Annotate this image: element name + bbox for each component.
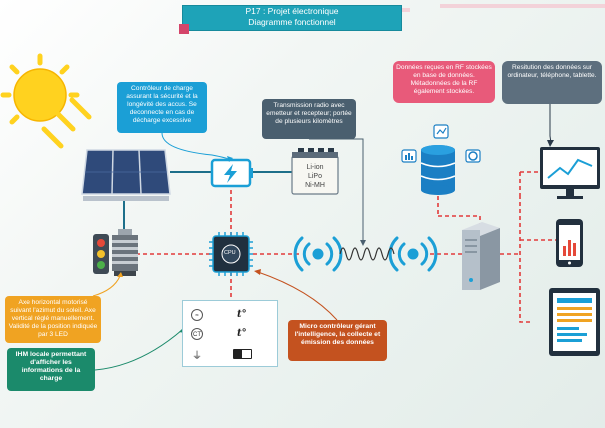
title-line-2: Diagramme fonctionnel [248, 17, 336, 27]
decorative-bar-small [400, 8, 410, 12]
radio-note-arrow [309, 138, 364, 244]
decorative-square [179, 24, 189, 34]
local-hmi-note: IHM locale permettant d'afficher les inf… [7, 348, 95, 391]
current-transformer-icon: CT [191, 328, 203, 340]
data-storage-note: Données reçues en RF stockées en base de… [393, 61, 495, 103]
temperature-reading-2: t° [237, 328, 247, 339]
battery-level-icon [233, 349, 252, 359]
battery-pack-icon [291, 148, 339, 195]
axe-note-arrow [92, 275, 121, 297]
stepper-motor-icon [112, 229, 138, 276]
phone-icon [556, 219, 583, 267]
micro-note-arrow [257, 271, 338, 321]
battery-type-li-ion: Li-ion [306, 164, 324, 171]
led-indicator-icon [93, 234, 109, 274]
solar-panel-icon [81, 149, 171, 201]
wind-sensor-icon: ≈ [191, 309, 203, 321]
restitution-note: Resitution des données sur ordinateur, t… [502, 61, 602, 104]
solar-axis-note: Axe horizontal motorisé suivant l'azimut… [5, 296, 101, 343]
radio-transmission-note: Transmission radio avec emetteur et rece… [262, 99, 356, 139]
cpu-label: CPU [224, 250, 236, 256]
cpu-chip-icon [209, 232, 253, 276]
monitor-icon [540, 147, 600, 199]
temperature-reading-1: t° [237, 309, 247, 320]
radio-signal-icon [339, 247, 395, 261]
plug-icon: ⏚ [192, 351, 202, 362]
decorative-bar [440, 4, 605, 8]
charge-controller-icon [210, 158, 253, 188]
chart-badge-icon [401, 124, 481, 163]
tablet-icon [549, 288, 600, 356]
battery-types: Li-ion LiPo Ni-MH [295, 163, 335, 190]
radio-wave-icon [293, 236, 438, 272]
battery-type-nimh: Ni-MH [305, 182, 325, 189]
title-line-1: P17 : Projet électronique [245, 6, 339, 16]
restitution-note-arrow [549, 104, 552, 144]
page-title-box: P17 : Projet électronique Diagramme fonc… [182, 5, 402, 31]
sun-icon [0, 53, 92, 149]
battery-level-fill [234, 350, 242, 358]
charge-controller-note: Contrôleur de charge assurant la sécurit… [117, 82, 207, 133]
ihm-note-arrow [94, 329, 183, 371]
ihm-display-panel: ≈ CT ⏚ t° t° [182, 300, 278, 367]
server-icon [462, 222, 500, 290]
charge-note-arrow [161, 132, 231, 161]
database-icon [420, 145, 456, 195]
microcontroller-note: Micro contrôleur gérant l'intelligence, … [288, 320, 387, 361]
battery-type-lipo: LiPo [307, 173, 322, 180]
